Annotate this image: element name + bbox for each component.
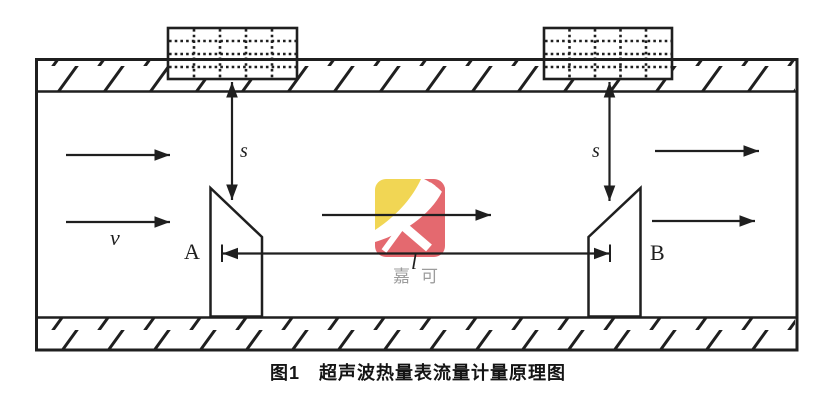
label-path-length: l [411,249,418,274]
watermark-brand-text: 嘉可 [393,267,449,286]
l-dimension-line [221,244,611,262]
label-reflector-a: A [184,239,200,264]
figure-caption: 图1 超声波热量表流量计量原理图 [269,363,566,383]
label-s-left: s [240,140,248,162]
label-s-right: s [592,140,600,162]
transducer-left-icon [166,26,299,81]
transducer-right-icon [542,26,674,81]
pipe-bottom-wall-hatch [38,318,795,350]
jiake-logo-icon [375,179,445,257]
label-reflector-b: B [650,240,665,265]
label-velocity: v [110,225,120,250]
reflector-a-prism [209,185,264,318]
pipe-outline [35,58,799,352]
reflector-b-prism [587,185,642,318]
pipe-top-wall-hatch [38,61,795,91]
